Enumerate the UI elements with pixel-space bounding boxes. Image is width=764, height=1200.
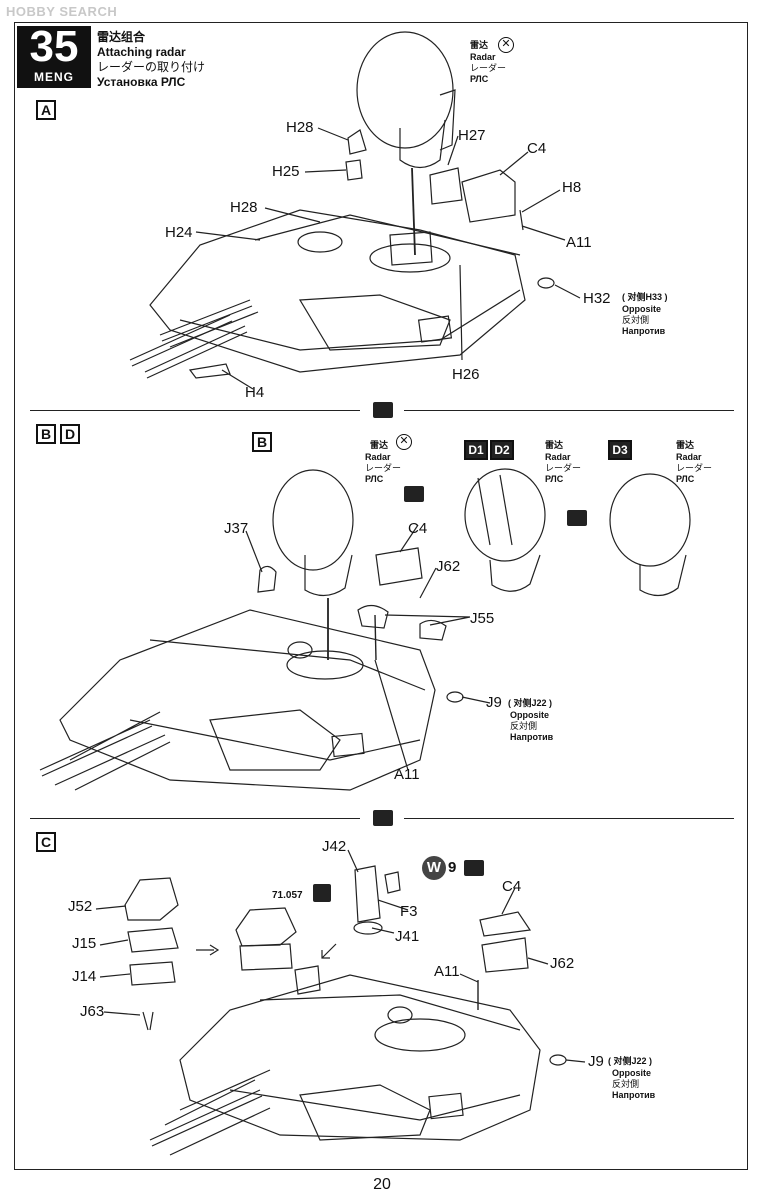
step-title-jp: レーダーの取り付け bbox=[97, 60, 206, 74]
part-h26: H26 bbox=[452, 366, 480, 383]
opposite-zh-b: 对侧 bbox=[513, 698, 532, 708]
opposite-jp-b: 反対側 bbox=[510, 721, 538, 731]
view-d3-tag: D3 bbox=[608, 440, 632, 460]
opposite-ref-j22-b: ( 对侧J22 ) bbox=[508, 698, 553, 708]
part-h25: H25 bbox=[272, 163, 300, 180]
view-b-tag: B bbox=[252, 432, 272, 452]
radar-label-jp: レーダー bbox=[470, 63, 507, 73]
view-d1-tag: D1 bbox=[464, 440, 488, 460]
radar-d2-zh: 雷达 bbox=[545, 440, 564, 450]
part-h27: H27 bbox=[458, 127, 486, 144]
radar-b-en: Radar bbox=[365, 452, 391, 462]
part-j42: J42 bbox=[322, 838, 347, 855]
part-a11-a: A11 bbox=[566, 234, 592, 251]
opposite-jp-c: 反対側 bbox=[612, 1079, 640, 1089]
panel-b-tag: B bbox=[36, 424, 56, 444]
radar-d2-ru: РЛС bbox=[545, 474, 564, 484]
step-number: 35 bbox=[29, 22, 79, 71]
part-j22-b: J22 bbox=[531, 698, 547, 708]
swap-icon-1 bbox=[373, 402, 393, 418]
part-j9-b: J9 bbox=[486, 694, 502, 711]
part-j62-b: J62 bbox=[436, 558, 461, 575]
radar-d2-jp: レーダー bbox=[545, 463, 582, 473]
panel-d-tag: D bbox=[60, 424, 80, 444]
divider-2-left bbox=[30, 818, 360, 819]
hobby-search-watermark: HOBBY SEARCH bbox=[6, 4, 118, 19]
radar-d3-en: Radar bbox=[676, 452, 702, 462]
divider-1-right bbox=[404, 410, 734, 411]
step-number-box: 35 MENG bbox=[17, 22, 91, 88]
radar-b-zh: 雷达 bbox=[370, 440, 389, 450]
opposite-ru-c: Напротив bbox=[612, 1090, 656, 1100]
part-j41: J41 bbox=[395, 928, 420, 945]
part-j37: J37 bbox=[224, 520, 249, 537]
panel-c-turret bbox=[95, 849, 586, 1156]
part-j22-c: J22 bbox=[631, 1056, 647, 1066]
opposite-en-c: Opposite bbox=[612, 1068, 652, 1078]
part-c4-a: C4 bbox=[527, 140, 547, 157]
opposite-ref-j22-c: ( 对侧J22 ) bbox=[608, 1056, 653, 1066]
panel-c-tag: C bbox=[36, 832, 56, 852]
paint-w-number: 9 bbox=[448, 859, 457, 876]
opposite-zh-a: 对侧 bbox=[627, 292, 646, 302]
part-h32: H32 bbox=[583, 290, 611, 307]
swap-icon-b bbox=[404, 486, 424, 502]
radar-label-ru: РЛС bbox=[470, 74, 489, 84]
step-title-ru: Установка РЛС bbox=[97, 75, 186, 89]
panel-b-turret bbox=[39, 468, 691, 791]
opposite-en-b: Opposite bbox=[510, 710, 550, 720]
panel-a-turret bbox=[129, 31, 581, 390]
no-glue-icon: ✕ bbox=[498, 37, 514, 53]
opposite-ru-a: Напротив bbox=[622, 326, 666, 336]
part-h33: H33 bbox=[645, 292, 663, 302]
radar-label-zh: 雷达 bbox=[470, 40, 489, 50]
page-frame bbox=[14, 22, 748, 1170]
divider-2-right bbox=[404, 818, 734, 819]
radar-b-ru: РЛС bbox=[365, 474, 384, 484]
paint-code: 71.057 bbox=[272, 890, 303, 901]
part-j14: J14 bbox=[72, 968, 97, 985]
divider-1-left bbox=[30, 410, 360, 411]
brush-icon bbox=[313, 884, 331, 902]
page-number: 20 bbox=[373, 1176, 391, 1193]
panel-a-tag: A bbox=[36, 100, 56, 120]
swap-icon-c bbox=[464, 860, 484, 876]
part-j9-c: J9 bbox=[588, 1053, 604, 1070]
part-h24: H24 bbox=[165, 224, 193, 241]
part-h4: H4 bbox=[245, 384, 265, 401]
radar-label-en: Radar bbox=[470, 52, 496, 62]
view-d2-tag: D2 bbox=[490, 440, 514, 460]
part-h8: H8 bbox=[562, 179, 582, 196]
swap-icon-2 bbox=[373, 810, 393, 826]
part-a11-b: A11 bbox=[394, 766, 420, 783]
brand-logo: MENG bbox=[34, 70, 74, 84]
part-c4-b: C4 bbox=[408, 520, 428, 537]
opposite-ref-h33: ( 对侧H33 ) bbox=[622, 292, 668, 302]
radar-d2-en: Radar bbox=[545, 452, 571, 462]
part-j55: J55 bbox=[470, 610, 495, 627]
part-j62-c: J62 bbox=[550, 955, 575, 972]
step-title-zh: 雷达组合 bbox=[97, 30, 146, 44]
opposite-en-a: Opposite bbox=[622, 304, 662, 314]
part-j52: J52 bbox=[68, 898, 93, 915]
radar-d3-jp: レーダー bbox=[676, 463, 713, 473]
opposite-jp-a: 反対側 bbox=[622, 315, 650, 325]
opposite-zh-c: 对侧 bbox=[613, 1056, 632, 1066]
part-f3: F3 bbox=[400, 903, 418, 920]
part-h28-mid: H28 bbox=[230, 199, 258, 216]
part-c4-c: C4 bbox=[502, 878, 522, 895]
step-title-en: Attaching radar bbox=[97, 45, 186, 59]
part-j15: J15 bbox=[72, 935, 97, 952]
radar-b-jp: レーダー bbox=[365, 463, 402, 473]
no-glue-icon-b: ✕ bbox=[396, 434, 412, 450]
opposite-ru-b: Напротив bbox=[510, 732, 554, 742]
radar-d3-ru: РЛС bbox=[676, 474, 695, 484]
paint-w-badge: W bbox=[422, 856, 446, 880]
swap-icon-d bbox=[567, 510, 587, 526]
part-h28-top: H28 bbox=[286, 119, 314, 136]
part-j63: J63 bbox=[80, 1003, 105, 1020]
radar-d3-zh: 雷达 bbox=[676, 440, 695, 450]
part-a11-c: A11 bbox=[434, 963, 460, 980]
